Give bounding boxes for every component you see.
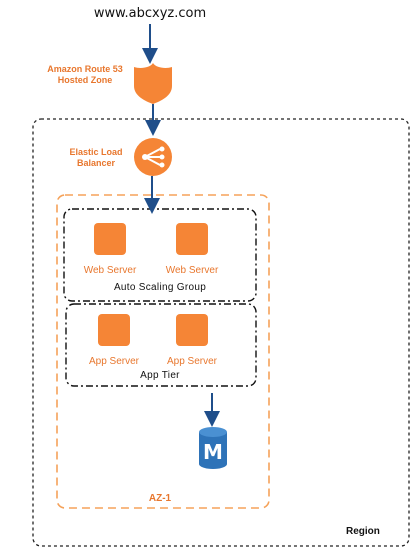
auto-scaling-group-label: Auto Scaling Group [113, 282, 207, 293]
region-label: Region [346, 526, 380, 537]
database-icon [199, 427, 227, 469]
elb-icon [134, 138, 172, 176]
app-server-icon [176, 314, 208, 346]
route53-label-line2: Hosted Zone [57, 75, 113, 85]
web-server-icon [176, 223, 208, 255]
elb-label-line2: Balancer [76, 158, 116, 168]
app-server-label: App Server [166, 356, 218, 367]
database-icon-letter: M [203, 440, 223, 464]
auto-scaling-group-box [63, 208, 257, 302]
web-server-label: Web Server [83, 265, 137, 276]
elb-label-line1: Elastic Load [69, 147, 123, 157]
az-label: AZ-1 [148, 493, 172, 504]
app-tier-label: App Tier [140, 370, 180, 381]
web-server-icon [94, 223, 126, 255]
site-url: www.abcxyz.com [93, 6, 207, 21]
app-server-icon [98, 314, 130, 346]
region-boundary [32, 118, 410, 547]
app-tier-box [65, 303, 257, 387]
az-boundary [56, 194, 270, 509]
route53-label-line1: Amazon Route 53 [47, 64, 123, 74]
web-server-label: Web Server [165, 265, 219, 276]
route53-shield-icon [134, 63, 172, 104]
app-server-label: App Server [88, 356, 140, 367]
elb-label: Elastic Load Balancer [52, 147, 140, 169]
route53-label: Amazon Route 53 Hosted Zone [30, 64, 140, 86]
